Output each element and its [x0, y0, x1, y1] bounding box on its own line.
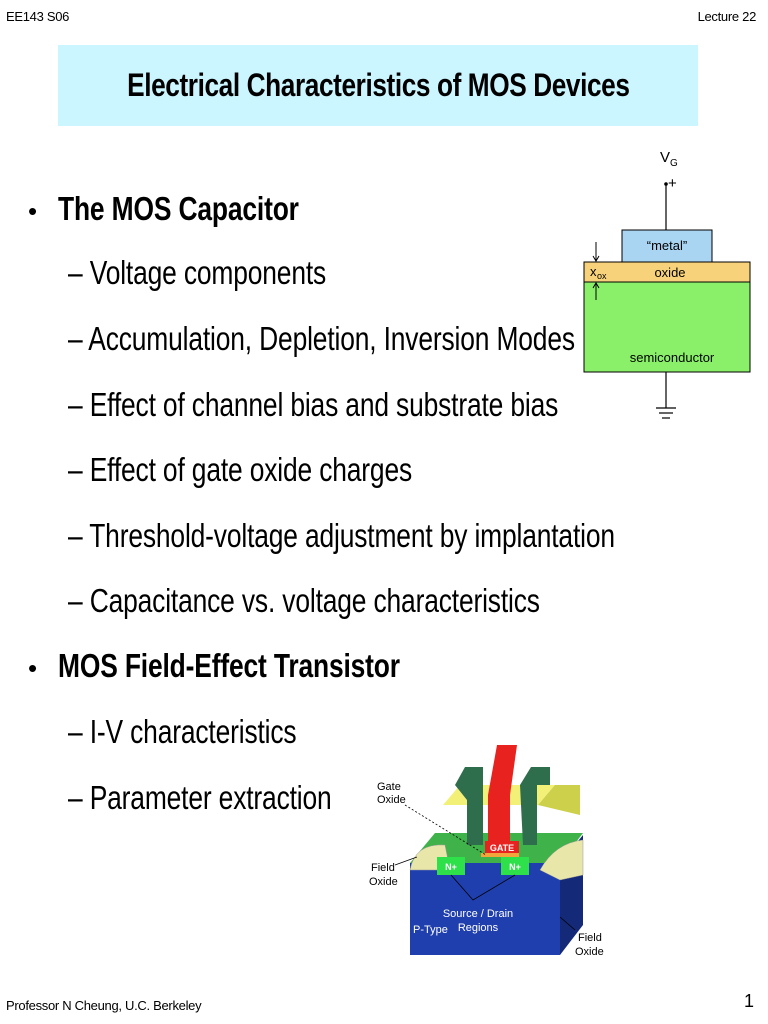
n-plus-right — [501, 857, 529, 875]
gate-electrode — [488, 745, 517, 853]
page-title: Electrical Characteristics of MOS Device… — [126, 67, 630, 103]
title-bar: Electrical Characteristics of MOS Device… — [58, 45, 698, 126]
svg-text:N+: N+ — [445, 862, 457, 872]
metal-label: “metal” — [647, 238, 687, 253]
bullet-item: – I-V characteristics — [68, 713, 297, 750]
oxide-label: oxide — [654, 265, 685, 280]
mosfet-cross-section-diagram: GATE N+ N+ Gate Oxide Field Oxide Source… — [369, 745, 604, 958]
bullet-item: The MOS Capacitor — [58, 190, 299, 227]
bullet-dot: • — [28, 196, 38, 226]
field-oxide-right-label: Field — [578, 932, 602, 944]
bullet-item: – Accumulation, Depletion, Inversion Mod… — [68, 320, 575, 357]
lecture-number: Lecture 22 — [697, 9, 757, 24]
svg-text:N+: N+ — [509, 862, 521, 872]
gate-oxide-label: Gate — [377, 781, 401, 793]
bullet-item: – Threshold-voltage adjustment by implan… — [68, 517, 615, 554]
bullet-dot: • — [28, 653, 38, 683]
gate-oxide — [481, 853, 519, 857]
gate-label: GATE — [490, 843, 514, 853]
contact-right — [520, 767, 550, 845]
xox-label: x — [590, 264, 597, 279]
svg-text:Oxide: Oxide — [369, 876, 398, 888]
page-number: 1 — [743, 991, 754, 1011]
svg-text:Oxide: Oxide — [575, 946, 604, 958]
n-plus-left — [437, 857, 465, 875]
vg-label: V — [660, 149, 670, 166]
semiconductor-layer — [583, 281, 751, 373]
svg-text:Oxide: Oxide — [377, 794, 406, 806]
source-drain-label: Source / Drain — [443, 908, 513, 920]
footer-author: Professor N Cheung, U.C. Berkeley — [6, 998, 202, 1013]
plus-sign: + — [668, 175, 677, 192]
p-type-label: P-Type — [413, 924, 448, 936]
metal-layer — [621, 229, 713, 263]
bullet-item: MOS Field-Effect Transistor — [58, 647, 400, 684]
svg-text:Regions: Regions — [458, 922, 499, 934]
field-oxide-left-label: Field — [371, 862, 395, 874]
bullet-item: – Capacitance vs. voltage characteristic… — [68, 582, 540, 619]
contact-left — [455, 767, 483, 845]
course-code: EE143 S06 — [6, 9, 70, 24]
field-oxide-right — [539, 839, 584, 881]
bullet-item: – Effect of channel bias and substrate b… — [68, 386, 559, 423]
p-type-substrate — [410, 863, 560, 955]
semiconductor-label: semiconductor — [630, 350, 715, 365]
bullet-item: – Parameter extraction — [68, 779, 332, 816]
vg-subscript: G — [670, 158, 678, 169]
bullet-item: – Voltage components — [68, 254, 327, 291]
ground-icon — [656, 407, 676, 419]
mos-capacitor-diagram: V G + “metal” oxide semiconductor x ox — [583, 149, 751, 419]
bullet-item: – Effect of gate oxide charges — [68, 451, 413, 488]
xox-subscript: ox — [597, 271, 607, 281]
